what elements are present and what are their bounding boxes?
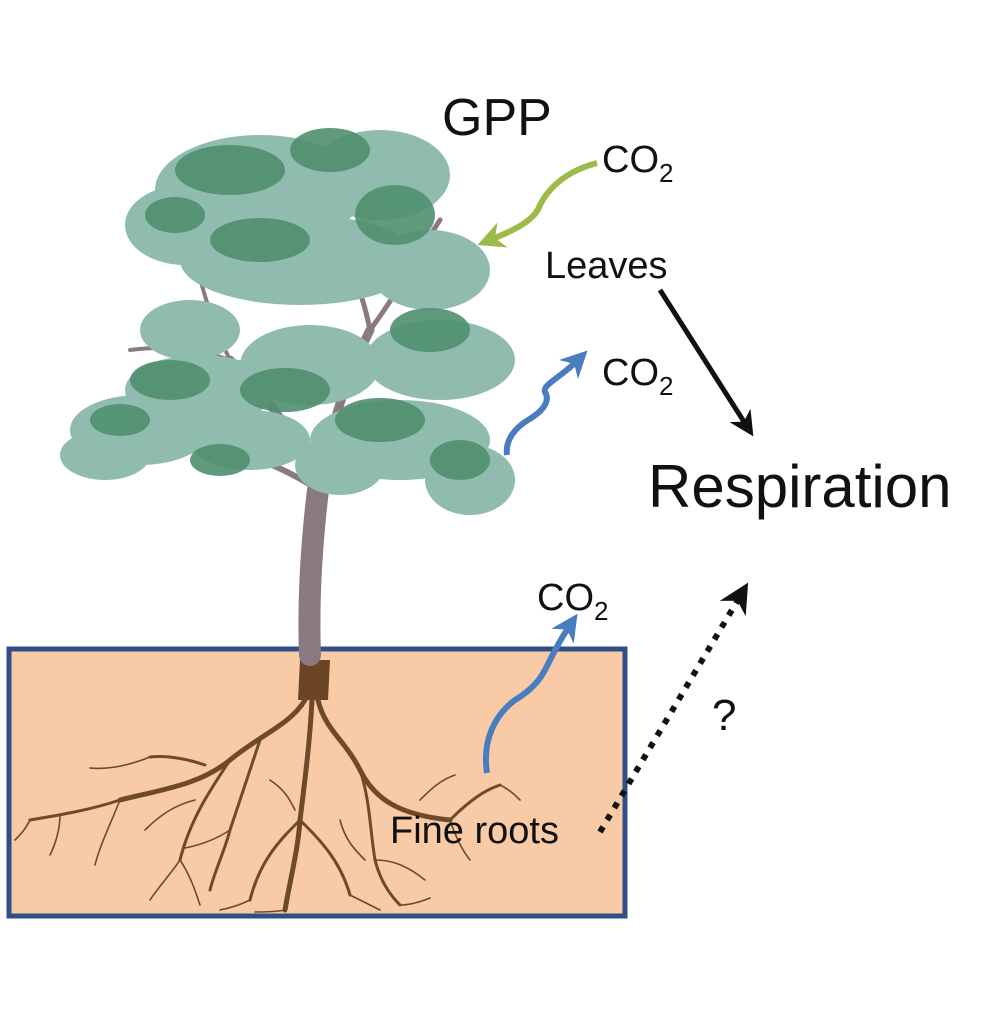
co2-label-top: CO2 [602,139,673,188]
leaves-to-respiration-arrow [657,288,754,437]
leaf-co2-emission-arrow [503,350,588,456]
unknown-pathway-question-mark: ? [712,691,736,740]
roots-to-respiration-dotted-arrow [597,582,749,834]
root-co2-emission-arrow [483,613,578,774]
roots-icon [14,660,521,913]
co2-label-leaves: CO2 [602,352,673,401]
co2-label-roots: CO2 [537,577,608,626]
respiration-label: Respiration [648,453,952,520]
leaves-label: Leaves [545,245,668,287]
gpp-label: GPP [442,89,552,147]
tree-icon [60,128,515,666]
fine-roots-label: Fine roots [390,810,559,852]
gpp-uptake-arrow [477,160,598,248]
